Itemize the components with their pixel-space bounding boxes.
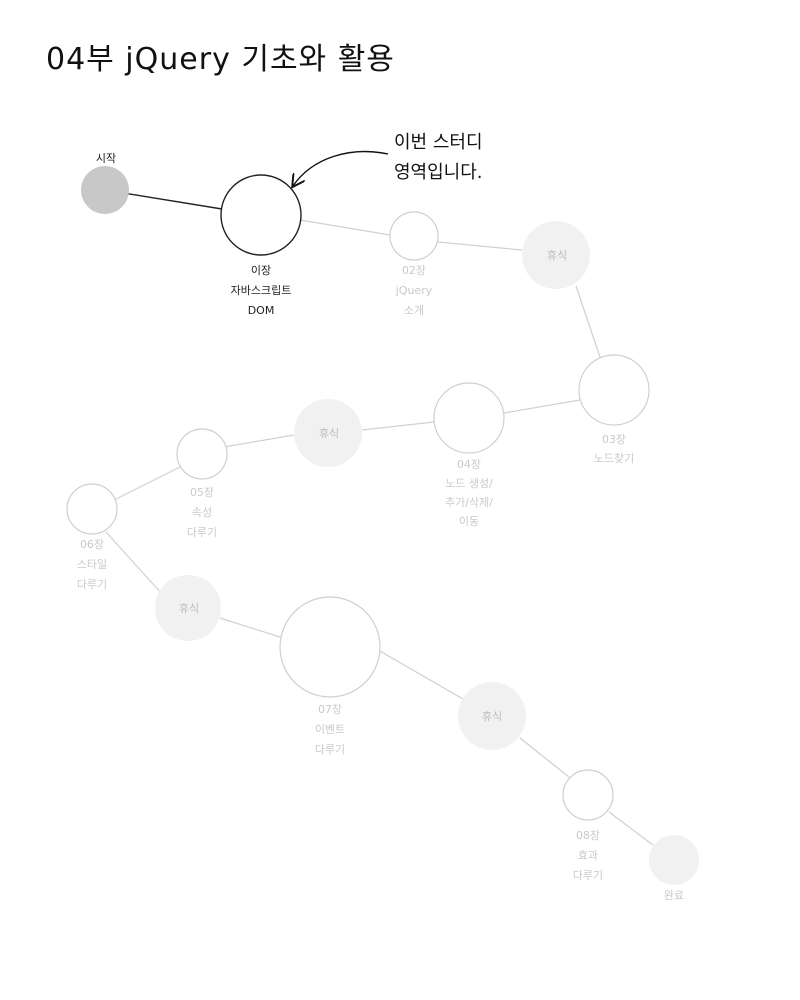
chapter-02-label: 02장 jQuery 소개 — [395, 264, 433, 317]
chapter-05-node[interactable] — [176, 428, 228, 480]
svg-text:자바스크립트: 자바스크립트 — [231, 284, 292, 297]
rest-node-1 — [522, 221, 590, 289]
chapter-02-node[interactable] — [389, 211, 439, 261]
note-arrow-icon — [293, 150, 389, 186]
svg-text:영역입니다.: 영역입니다. — [394, 162, 483, 183]
svg-text:다루기: 다루기 — [315, 743, 345, 756]
chapter-07-label: 07장 이벤트 다루기 — [315, 703, 345, 756]
connector-ch05-ch06 — [115, 466, 181, 500]
chapter-08-label: 08장 효과 다루기 — [573, 829, 603, 882]
rest-node-2 — [294, 399, 362, 467]
rest-label-2: 휴식 — [319, 427, 339, 440]
connector-rest2-ch05 — [223, 434, 295, 448]
start-node — [81, 166, 129, 214]
svg-text:다루기: 다루기 — [573, 869, 603, 882]
svg-text:다루기: 다루기 — [77, 578, 107, 591]
connector-ch04-rest2 — [361, 421, 435, 431]
connector-ch02-rest1 — [437, 241, 523, 251]
chapter-04-node[interactable] — [433, 382, 505, 454]
svg-text:노드찾기: 노드찾기 — [594, 452, 634, 465]
page-title: 04부 jQuery 기초와 활용 — [46, 42, 395, 77]
svg-text:이장: 이장 — [251, 264, 271, 277]
chapter-07-node[interactable] — [279, 596, 381, 698]
svg-text:08장: 08장 — [576, 829, 600, 842]
connector-ch03-ch04 — [503, 399, 581, 414]
svg-text:속성: 속성 — [192, 506, 212, 519]
svg-text:추가/삭제/: 추가/삭제/ — [445, 496, 493, 509]
rest-node-3 — [155, 575, 221, 641]
svg-text:스타일: 스타일 — [77, 557, 107, 571]
chapter-08-node[interactable] — [562, 769, 614, 821]
svg-text:04장: 04장 — [457, 458, 481, 471]
chapter-01-node[interactable] — [220, 174, 302, 256]
svg-text:소개: 소개 — [404, 304, 424, 317]
rest-node-4 — [458, 682, 526, 750]
svg-text:이번 스터디: 이번 스터디 — [394, 132, 483, 153]
study-scope-note: 이번 스터디 영역입니다. — [394, 132, 483, 183]
svg-text:DOM: DOM — [248, 304, 275, 317]
svg-text:03장: 03장 — [602, 433, 626, 446]
svg-text:jQuery: jQuery — [395, 284, 433, 297]
chapter-04-label: 04장 노드 생성/ 추가/삭제/ 이동 — [445, 458, 493, 528]
svg-text:효과: 효과 — [578, 849, 598, 862]
connector-ch01-ch02 — [299, 219, 391, 236]
connector-ch06-rest3 — [105, 531, 164, 596]
rest-label-1: 휴식 — [547, 249, 567, 262]
connector-rest3-ch07 — [219, 617, 284, 639]
end-label: 완료 — [664, 889, 684, 902]
chapter-05-label: 05장 속성 다루기 — [187, 486, 217, 539]
path-connectors — [104, 189, 654, 846]
rest-label-4: 휴식 — [482, 710, 502, 723]
svg-text:다루기: 다루기 — [187, 526, 217, 539]
svg-text:05장: 05장 — [190, 486, 214, 499]
svg-text:02장: 02장 — [402, 264, 426, 277]
connector-ch07-rest4 — [377, 649, 464, 700]
end-node — [649, 835, 699, 885]
svg-text:06장: 06장 — [80, 538, 104, 551]
svg-text:이벤트: 이벤트 — [315, 723, 345, 736]
connector-rest1-ch03 — [575, 285, 602, 361]
chapter-01-label: 이장 자바스크립트 DOM — [231, 264, 292, 317]
chapter-06-node[interactable] — [66, 483, 118, 535]
svg-text:07장: 07장 — [318, 703, 342, 716]
svg-text:노드 생성/: 노드 생성/ — [445, 477, 493, 490]
chapter-06-label: 06장 스타일 다루기 — [77, 538, 107, 591]
svg-text:이동: 이동 — [459, 515, 479, 528]
connector-ch08-end — [608, 811, 654, 846]
start-label: 시작 — [96, 152, 116, 165]
chapter-03-node[interactable] — [578, 354, 650, 426]
rest-label-3: 휴식 — [179, 602, 199, 615]
chapter-03-label: 03장 노드찾기 — [594, 433, 634, 465]
connector-rest4-ch08 — [519, 737, 570, 778]
